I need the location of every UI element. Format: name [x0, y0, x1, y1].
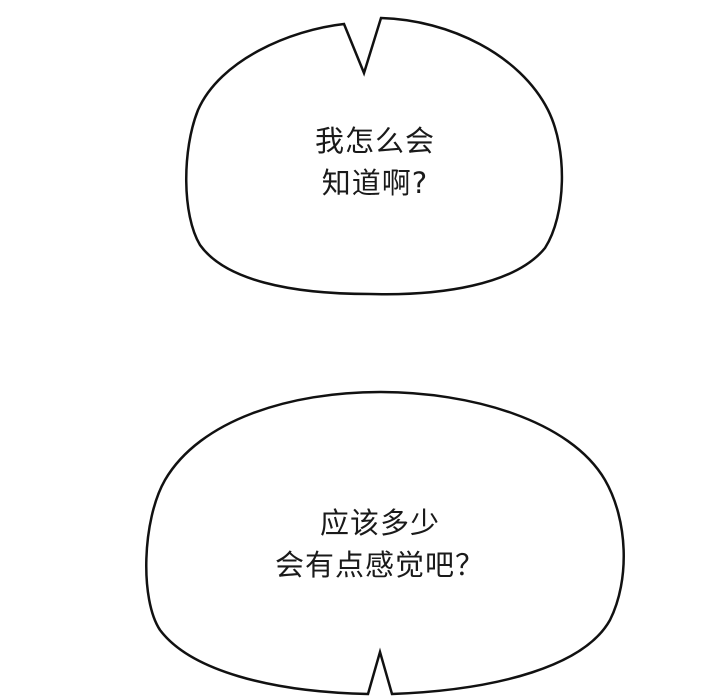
bubble-1-line-1: 我怎么会: [314, 124, 435, 158]
bubble-2-line-2: 会有点感觉吧？: [274, 548, 485, 582]
bubble-1-line-2: 知道啊?: [321, 166, 429, 200]
speech-bubble-1-outline: [185, 16, 564, 296]
speech-bubble-2-text: 应该多少 会有点感觉吧？: [230, 502, 530, 586]
speech-bubble-2-outline: [145, 390, 625, 696]
bubble-2-line-1: 应该多少: [319, 506, 440, 540]
speech-bubble-1-text: 我怎么会 知道啊?: [275, 120, 475, 204]
